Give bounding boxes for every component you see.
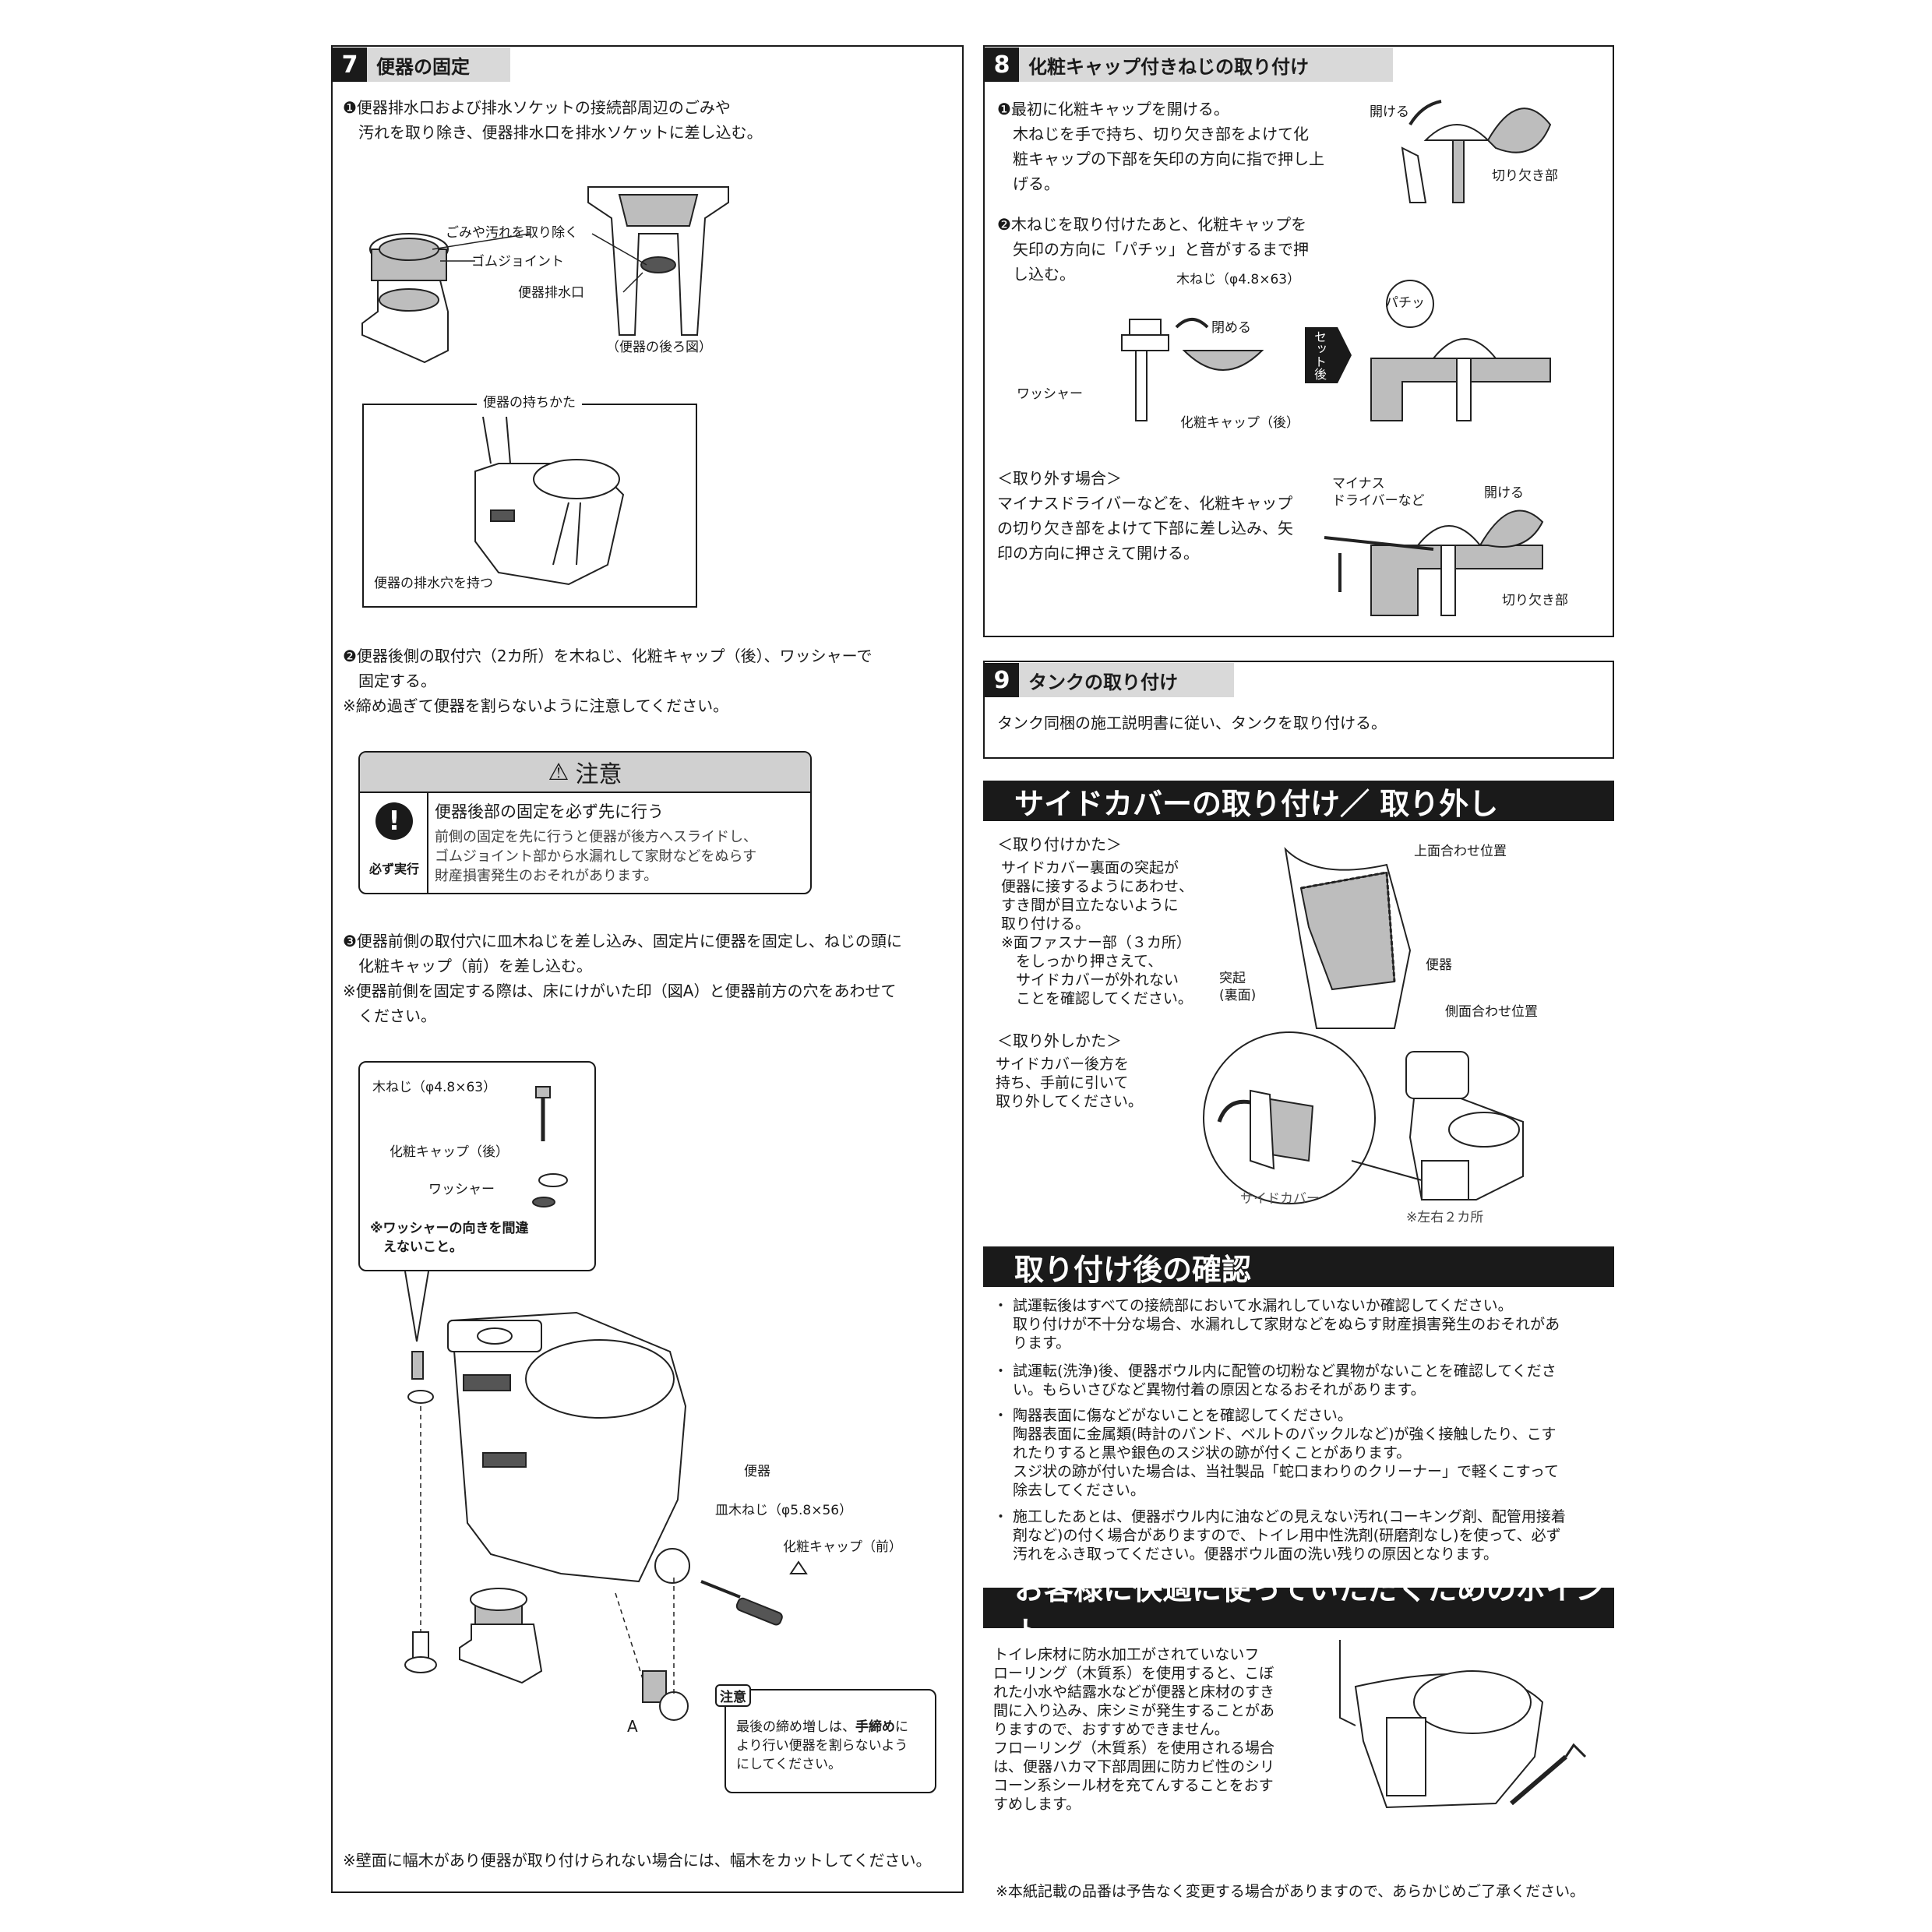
s7-step1-text: ❶便器排水口および排水ソケットの接続部周辺のごみや 汚れを取り除き、便器排水口を… [343, 98, 763, 142]
sealant-illustration [1339, 1640, 1587, 1809]
section-8-title: 化粧キャップ付きねじの取り付け [1019, 48, 1393, 82]
lbl-cap-front: 化粧キャップ（前） [783, 1539, 902, 1555]
lbl-screw-8: 木ねじ（φ4.8×63） [1176, 272, 1301, 287]
hold-label: 便器の排水穴を持つ [374, 576, 493, 591]
footer-note: ※本紙記載の品番は予告なく変更する場合がありますので、あらかじめご了承ください。 [996, 1883, 1585, 1900]
s7-step3-text: ❸便器前側の取付穴に皿木ねじを差し込み、固定片に便器を固定し、ねじの頭に 化粧キ… [343, 932, 902, 1025]
side-remove-title: ＜取り外しかた＞ [997, 1031, 1122, 1050]
caution-heading: 便器後部の固定を必ず先に行う [435, 802, 664, 821]
tighten-note-text-2: に より行い便器を割らないよう にしてください。 [736, 1719, 908, 1772]
lbl-back-view: （便器の後ろ図） [606, 340, 712, 355]
confirm-item-1: ・ 試運転後はすべての接続部において水漏れしていないか確認してください。 取り付… [993, 1297, 1560, 1352]
drain-socket-illustration [361, 233, 449, 364]
lbl-cover: サイドカバー [1240, 1191, 1320, 1207]
hold-title: 便器の持ちかた [477, 394, 582, 411]
side-remove-body: サイドカバー後方を 持ち、手前に引いて 取り外してください。 [996, 1056, 1143, 1110]
tighten-note-badge: 注意 [715, 1684, 751, 1707]
cap-close-illustration [1121, 318, 1264, 421]
cap-remove-illustration [1324, 509, 1544, 616]
caution-body: 前側の固定を先に行うと便器が後方へスライドし、 ゴムジョイント部から水漏れして家… [435, 829, 757, 884]
cap-open-illustration [1401, 100, 1552, 203]
side-cover-band: サイドカバーの取り付け／ 取り外し [983, 781, 1614, 821]
parts-callout-box [358, 1061, 596, 1271]
lbl-side: 側面合わせ位置 [1445, 1004, 1538, 1020]
side-cover-remove-illustration [1203, 1031, 1524, 1204]
toilet-back-illustration [587, 186, 729, 336]
lbl-cap-back: 化粧キャップ（後） [390, 1144, 509, 1160]
s7-footer: ※壁面に幅木があり便器が取り付けられない場合には、幅木をカットしてください。 [343, 1851, 932, 1870]
lbl-notch-2: 切り欠き部 [1502, 593, 1568, 608]
screw-parts-illustration [532, 1086, 568, 1208]
lbl-open: 開ける [1370, 104, 1409, 120]
lbl-both-sides: ※左右２カ所 [1406, 1210, 1484, 1225]
confirm-item-4: ・ 施工したあとは、便器ボウル内に油などの見えない汚れ(コーキング剤、配管用接着… [993, 1508, 1566, 1563]
lbl-washer: ワッシャー [428, 1182, 495, 1197]
lbl-bump: 突起 (裏面) [1219, 971, 1257, 1003]
lbl-pachi: パチッ [1385, 295, 1425, 311]
caution-title: 注意 [575, 761, 622, 788]
section-7-number: 7 [333, 48, 367, 82]
confirm-item-2: ・ 試運転(洗浄)後、便器ボウル内に配管の切粉など異物がないことを確認してくださ… [993, 1363, 1557, 1398]
lbl-screw: 木ねじ（φ4.8×63） [372, 1080, 497, 1095]
s7-step2-text: ❷便器後側の取付穴（2カ所）を木ねじ、化粧キャップ（後）、ワッシャーで 固定する… [343, 647, 873, 715]
washer-note: ※ワッシャーの向きを間違 えないこと。 [370, 1221, 529, 1255]
cap-set-illustration [1370, 280, 1551, 421]
s8-remove-body: マイナスドライバーなどを、化粧キャップ の切り欠き部をよけて下部に差し込み、矢 … [997, 494, 1293, 562]
mandatory-icon: ! [375, 802, 413, 840]
lbl-flat-screw: 皿木ねじ（φ5.8×56） [715, 1503, 853, 1518]
confirm-band: 取り付け後の確認 [983, 1246, 1614, 1287]
caution-header: ⚠ 注意 [360, 753, 810, 793]
caution-box: ⚠ 注意 ! 必ず実行 便器後部の固定を必ず先に行う 前側の固定を先に行うと便器… [358, 751, 812, 894]
toilet-hold-illustration [474, 416, 625, 586]
tighten-note-box [724, 1689, 936, 1793]
s8-step1-text: ❶最初に化粧キャップを開ける。 木ねじを手で持ち、切り欠き部をよけて化 粧キャッ… [997, 100, 1324, 193]
lbl-notch: 切り欠き部 [1492, 168, 1558, 184]
section-7-title: 便器の固定 [367, 48, 510, 82]
lbl-driver: マイナス ドライバーなど [1332, 476, 1425, 509]
lbl-toilet-side: 便器 [1426, 957, 1452, 973]
side-cover-attach-illustration [1284, 847, 1412, 1029]
s8-step2-text: ❷木ねじを取り付けたあと、化粧キャップを 矢印の方向に「パチッ」と音がするまで押… [997, 215, 1309, 284]
lbl-remove-dirt: ごみや汚れを取り除く [446, 225, 578, 241]
warning-triangle-icon: ⚠ [548, 758, 569, 786]
side-attach-title: ＜取り付けかた＞ [997, 835, 1122, 854]
lbl-gum-joint: ゴムジョイント [471, 254, 564, 270]
confirm-item-3: ・ 陶器表面に傷などがないことを確認してください。 陶器表面に金属類(時計のバン… [993, 1407, 1559, 1499]
caution-mark-cell: ! 必ず実行 [360, 793, 428, 893]
lbl-washer-8: ワッシャー [1017, 386, 1083, 402]
lbl-toilet: 便器 [744, 1464, 770, 1479]
lbl-drain: 便器排水口 [518, 285, 584, 301]
callout-pointer [404, 1271, 429, 1342]
s9-body: タンク同梱の施工説明書に従い、タンクを取り付ける。 [997, 714, 1387, 732]
points-band: お客様に快適に使っていただくためのポイント [983, 1572, 1614, 1649]
s8-remove-title: ＜取り外す場合＞ [997, 469, 1122, 488]
lbl-set-after: セット後 [1312, 330, 1327, 380]
points-body: トイレ床材に防水加工がされていないフ ローリング（木質系）を使用すると、こぼ れ… [993, 1646, 1275, 1813]
lbl-top: 上面合わせ位置 [1414, 844, 1507, 859]
section-9-title: タンクの取り付け [1019, 663, 1234, 697]
tighten-note-text: 最後の締め増しは、手締めに より行い便器を割らないよう にしてください。 [736, 1718, 908, 1774]
leader-lines-1 [432, 233, 647, 293]
caution-mark: 必ず実行 [368, 862, 419, 876]
lbl-cap-back-8: 化粧キャップ（後） [1180, 415, 1299, 431]
section-8-number: 8 [985, 48, 1019, 82]
lbl-a: A [627, 1717, 638, 1736]
toilet-assembly-illustration [404, 1311, 808, 1721]
lbl-open-2: 開ける [1484, 485, 1524, 501]
section-9-number: 9 [985, 663, 1019, 697]
tighten-note-text-1: 最後の締め増しは、 [736, 1719, 855, 1735]
tighten-note-text-bold: 手締め [855, 1719, 895, 1735]
lbl-close: 閉める [1211, 320, 1251, 336]
side-attach-body: サイドカバー裏面の突起が 便器に接するようにあわせ、 すき間が目立たないように … [1001, 859, 1194, 1007]
